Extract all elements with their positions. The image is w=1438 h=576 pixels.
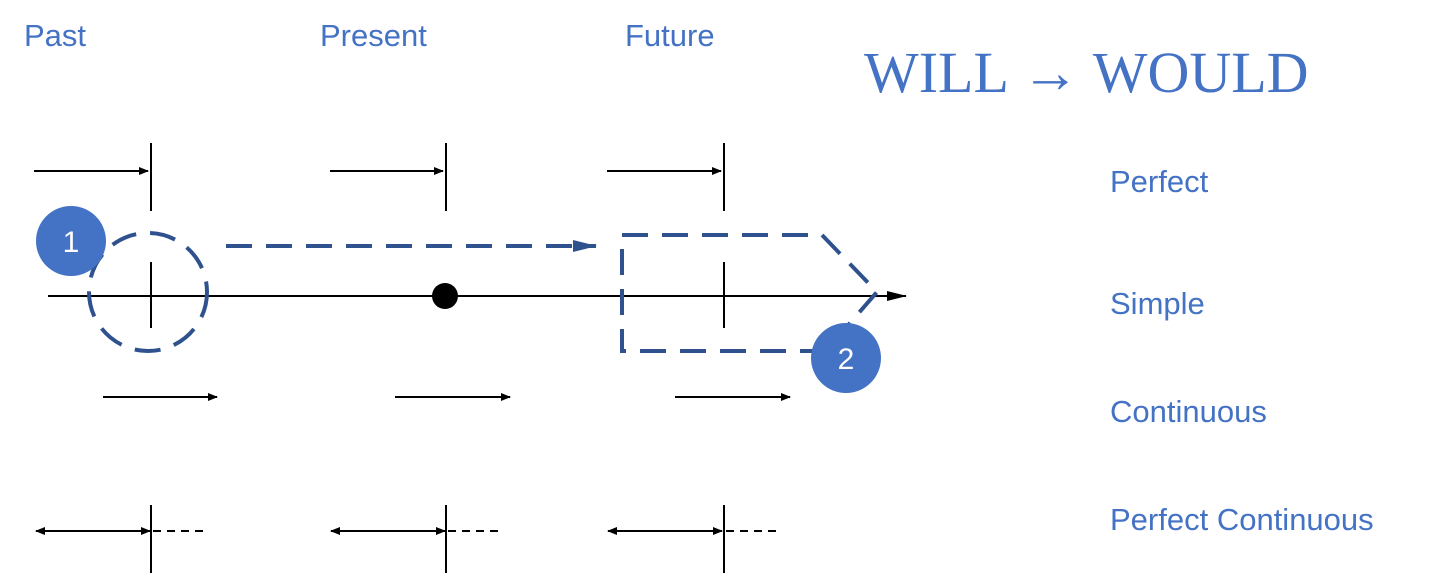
diagram-title: WILL → WOULD — [864, 40, 1309, 105]
aspect-label-perfect: Perfect — [1110, 164, 1209, 199]
perfect-row-marks — [34, 143, 725, 211]
badge-2: 2 — [811, 323, 881, 393]
main-timeline — [48, 262, 907, 328]
aspect-label-continuous: Continuous — [1110, 394, 1267, 429]
will-to-would-shift — [87, 231, 880, 353]
header-past: Past — [24, 18, 87, 53]
aspect-label-simple: Simple — [1110, 286, 1205, 321]
svg-text:1: 1 — [63, 226, 80, 259]
perfect-continuous-row-marks — [35, 505, 781, 573]
header-present: Present — [320, 18, 427, 53]
future-highlight-box — [620, 233, 880, 353]
present-dot — [432, 283, 458, 309]
aspect-label-perfect-continuous: Perfect Continuous — [1110, 502, 1374, 537]
badge-1: 1 — [36, 206, 106, 276]
past-simple-highlight-circle — [87, 231, 209, 353]
svg-text:2: 2 — [838, 343, 855, 376]
header-future: Future — [625, 18, 715, 53]
